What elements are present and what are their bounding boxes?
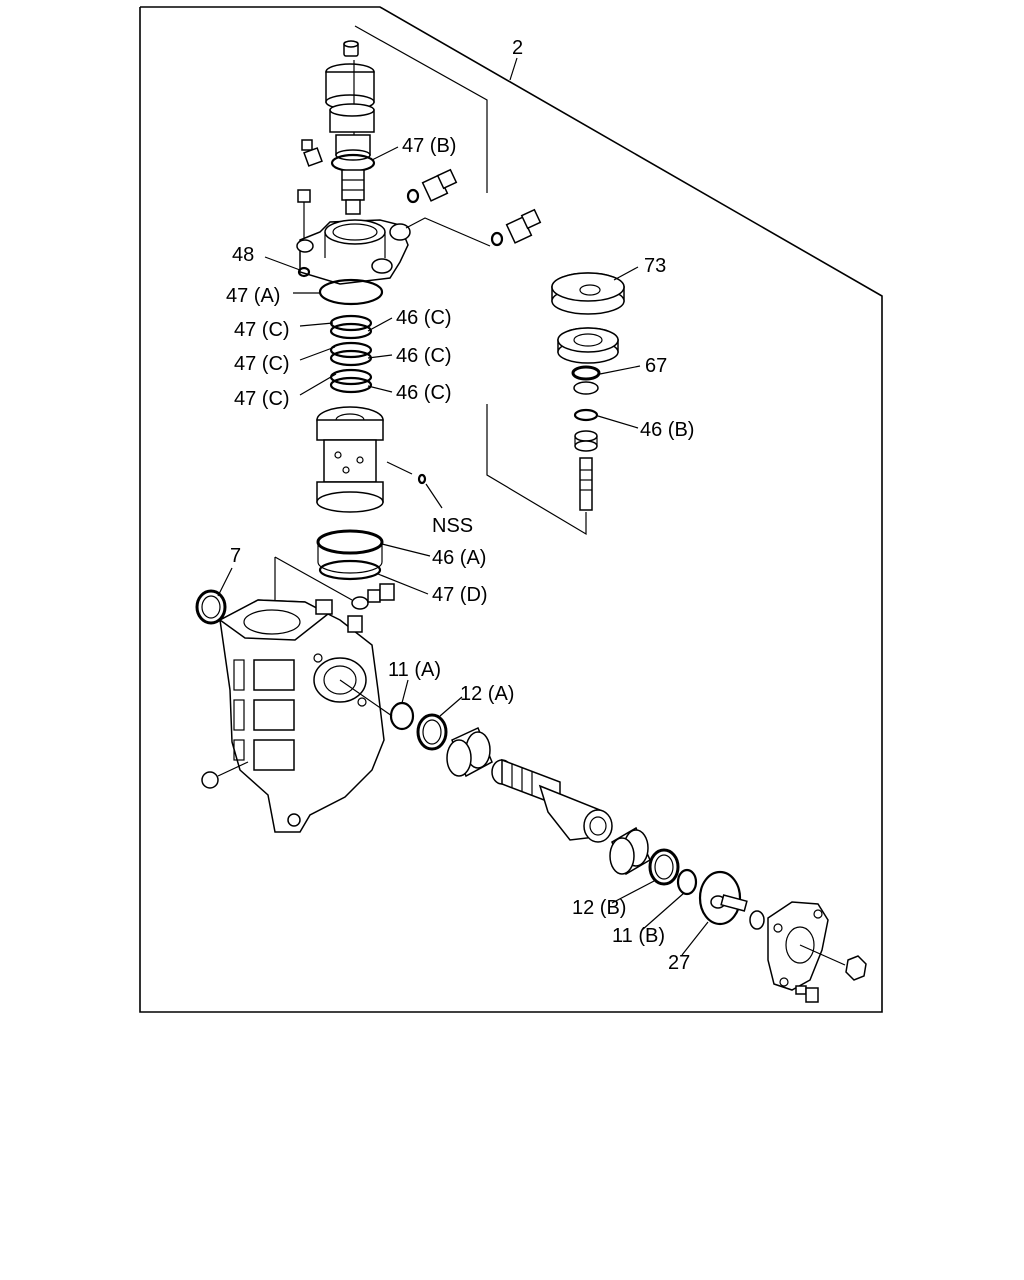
bearing-67 xyxy=(571,365,601,395)
leader-48 xyxy=(264,256,301,271)
label-48: 48 xyxy=(232,244,254,266)
label-47b: 47 (B) xyxy=(402,135,456,157)
leader-12a xyxy=(439,696,463,717)
bearing-cage-part xyxy=(557,327,619,364)
leader-46c-2 xyxy=(367,354,393,359)
o-ring-11a xyxy=(389,701,415,731)
bearing-upper-part xyxy=(446,726,493,778)
leader-27 xyxy=(681,921,709,956)
label-46c-1: 46 (C) xyxy=(396,307,452,329)
valve-sleeve-part xyxy=(325,60,375,161)
needle-bearing-part xyxy=(574,430,598,452)
label-47c-2: 47 (C) xyxy=(234,353,290,375)
leader-47c-1 xyxy=(299,322,334,327)
label-7: 7 xyxy=(230,545,241,567)
label-47c-3: 47 (C) xyxy=(234,388,290,410)
piston-part xyxy=(316,406,384,513)
fitting-right-part xyxy=(490,208,542,247)
cover-plate-73 xyxy=(551,272,625,315)
label-73: 73 xyxy=(644,255,666,277)
nss-ball xyxy=(417,473,427,485)
lock-nut-part xyxy=(845,955,867,981)
leader-46b xyxy=(597,415,639,429)
label-2: 2 xyxy=(512,37,523,59)
o-ring-47a xyxy=(318,278,384,306)
leader-12b xyxy=(611,879,657,904)
drain-plug-part xyxy=(201,761,249,789)
o-ring-11b xyxy=(676,868,698,896)
o-ring-27 xyxy=(698,870,742,926)
bolt-small-part xyxy=(301,139,323,167)
label-12b: 12 (B) xyxy=(572,897,626,919)
label-46c-2: 46 (C) xyxy=(396,345,452,367)
o-ring-7 xyxy=(195,589,227,625)
shaft-axis-line xyxy=(339,679,393,717)
leader-nss xyxy=(425,483,443,509)
gear-housing-part xyxy=(218,599,385,833)
sector-stud-part xyxy=(579,457,593,511)
bleeder-plug-part xyxy=(351,583,395,610)
fitting-guide-line xyxy=(405,217,491,247)
leader-46c-3 xyxy=(367,385,393,393)
leader-47b xyxy=(371,146,399,161)
seal-ring-46b xyxy=(573,408,599,422)
seal-ring-46a xyxy=(316,529,384,574)
label-47a: 47 (A) xyxy=(226,285,280,307)
diagram-frame xyxy=(139,6,883,1013)
assembly-bracket-lower xyxy=(486,404,587,536)
piston-guide-line-2 xyxy=(274,556,353,601)
cover-bolt-part xyxy=(795,985,819,1003)
seal-ring-46c-3 xyxy=(329,376,373,394)
leader-47d xyxy=(377,573,429,595)
nss-leader-dash xyxy=(386,461,413,475)
leader-67 xyxy=(599,365,641,375)
label-46c-3: 46 (C) xyxy=(396,382,452,404)
label-47d: 47 (D) xyxy=(432,584,488,606)
valve-housing-part xyxy=(296,219,411,285)
seal-ring-46c-1 xyxy=(329,322,373,340)
o-ring-47d xyxy=(318,559,382,581)
end-cover-part xyxy=(767,901,846,991)
seal-12a xyxy=(416,713,448,751)
bearing-lower-part xyxy=(609,826,651,876)
fitting-left-part xyxy=(406,168,458,204)
worm-shaft-part xyxy=(491,758,613,843)
o-ring-48 xyxy=(297,266,311,278)
leader-47c-2 xyxy=(299,346,336,361)
label-nss: NSS xyxy=(432,515,473,537)
leader-73 xyxy=(613,266,639,281)
label-67: 67 xyxy=(645,355,667,377)
leader-47c-3 xyxy=(299,373,337,396)
label-47c-1: 47 (C) xyxy=(234,319,290,341)
label-12a: 12 (A) xyxy=(460,683,514,705)
label-46b: 46 (B) xyxy=(640,419,694,441)
leader-7 xyxy=(217,567,233,597)
leader-46a xyxy=(381,543,431,557)
valve-stem-part xyxy=(341,169,365,215)
label-46a: 46 (A) xyxy=(432,547,486,569)
label-11b: 11 (B) xyxy=(612,925,665,947)
label-27: 27 xyxy=(668,952,690,974)
seal-12b xyxy=(648,848,680,886)
assembly-bracket-top xyxy=(354,25,488,193)
leader-11b xyxy=(641,892,685,931)
adjust-screw-part xyxy=(710,894,765,930)
leader-11a xyxy=(401,679,409,704)
valve-cap-part xyxy=(343,40,359,57)
assembly-2-leader xyxy=(509,57,518,81)
leader-46c-1 xyxy=(367,317,393,332)
label-11a: 11 (A) xyxy=(388,659,441,681)
o-ring-47c-2 xyxy=(329,341,373,359)
